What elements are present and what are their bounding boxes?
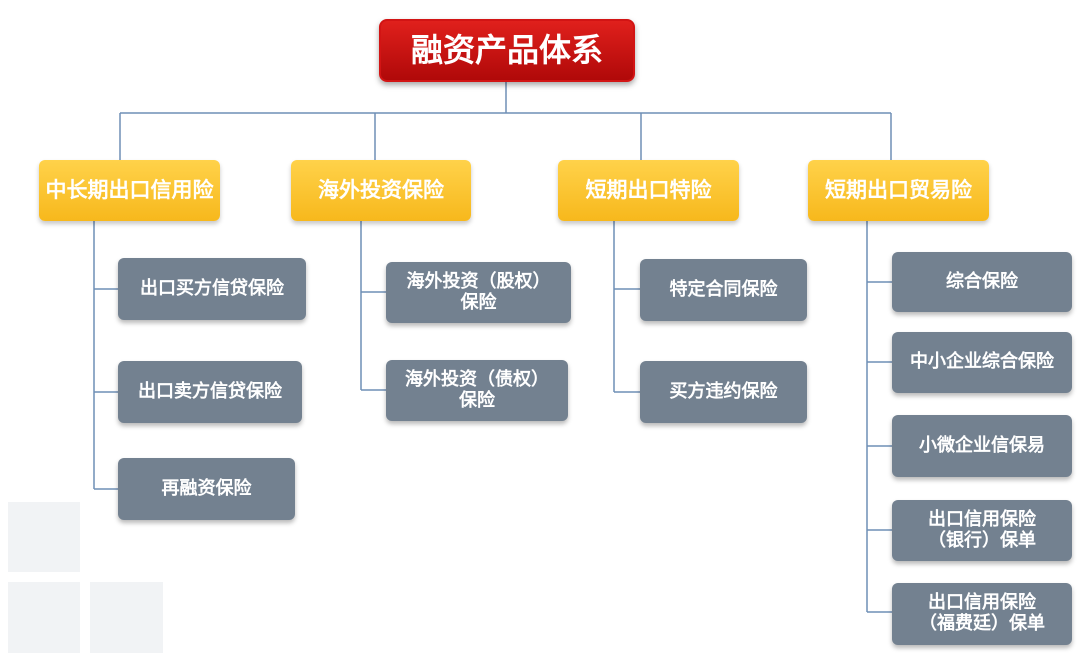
product-node-line: 保险 [460, 291, 497, 313]
product-node: 海外投资（股权） 保险 [386, 262, 571, 323]
root-node: 融资产品体系 [379, 19, 635, 82]
product-node: 买方违约保险 [640, 361, 807, 423]
category-node-mid-long-term: 中长期出口信用险 [39, 160, 220, 221]
product-node: 中小企业综合保险 [892, 332, 1072, 393]
product-node: 海外投资（债权） 保险 [386, 360, 568, 421]
category-node-overseas-investment: 海外投资保险 [291, 160, 471, 221]
product-node-line: （福费廷）保单 [919, 613, 1045, 634]
product-node: 小微企业信保易 [892, 415, 1072, 477]
category-node-short-term-special: 短期出口特险 [558, 160, 739, 221]
decorative-square [8, 502, 80, 572]
decorative-square [8, 582, 80, 653]
category-node-short-term-trade: 短期出口贸易险 [808, 160, 989, 221]
product-node-line: 出口信用保险 [928, 592, 1036, 614]
product-node-line: 保险 [459, 389, 495, 411]
product-node: 出口信用保险 （福费廷）保单 [892, 583, 1072, 645]
product-node-line: （银行）保单 [928, 529, 1036, 551]
product-node: 特定合同保险 [640, 259, 807, 321]
product-node: 出口卖方信贷保险 [118, 361, 302, 423]
product-node: 综合保险 [892, 252, 1072, 312]
product-node: 出口买方信贷保险 [118, 258, 306, 320]
product-node-line: 海外投资（股权） [406, 270, 551, 292]
decorative-square [90, 582, 163, 653]
product-node: 出口信用保险 （银行）保单 [892, 500, 1072, 561]
product-node: 再融资保险 [118, 458, 295, 520]
product-node-line: 出口信用保险 [928, 508, 1036, 530]
product-node-line: 海外投资（债权） [405, 368, 549, 390]
